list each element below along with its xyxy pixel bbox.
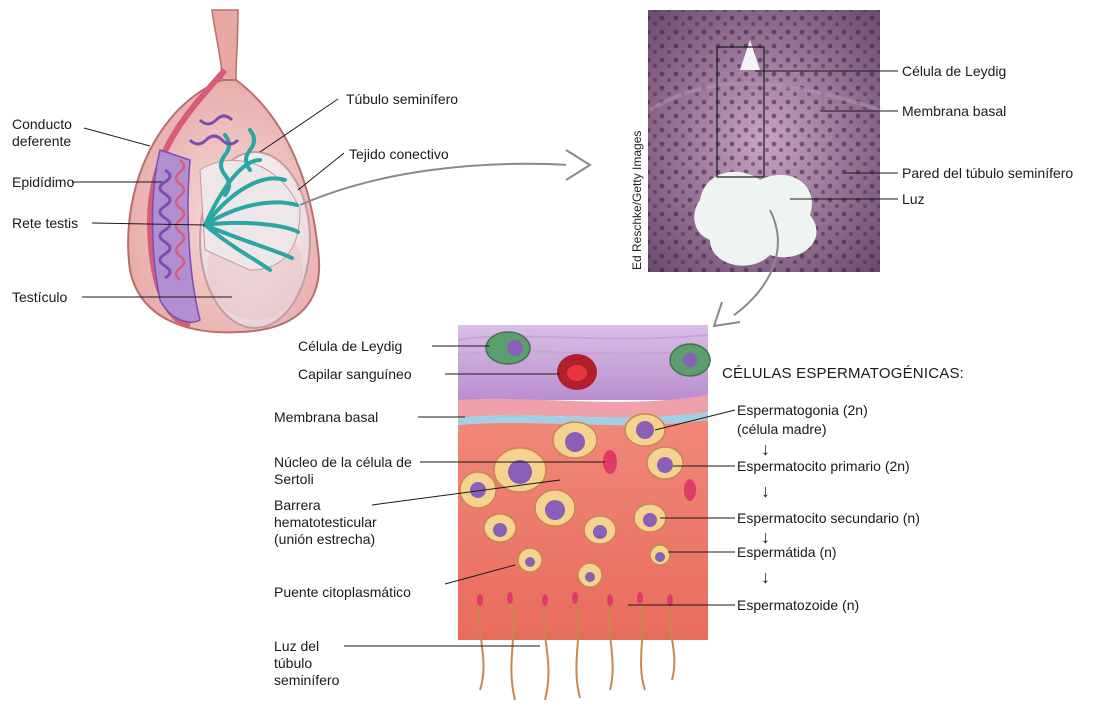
label-micro-membrana-basal: Membrana basal	[902, 103, 1006, 120]
testis-illustration	[128, 10, 319, 332]
spermatogenic-header: CÉLULAS ESPERMATOGÉNICAS:	[722, 365, 964, 382]
stage-celula-madre: (célula madre)	[737, 421, 826, 438]
label-micro-celula-leydig: Célula de Leydig	[902, 63, 1006, 80]
label-conducto-deferente: Conducto deferente	[12, 116, 102, 150]
label-detail-barrera: Barrera hematotesticular (unión estrecha…	[274, 497, 404, 548]
down-arrow-icon: ↓	[761, 482, 770, 500]
down-arrow-icon: ↓	[761, 568, 770, 586]
photo-credit: Ed Reschke/Getty Images	[630, 131, 644, 270]
label-micro-pared: Pared del túbulo seminífero	[902, 165, 1073, 182]
tubule-detail	[458, 325, 710, 700]
label-detail-puente: Puente citoplasmático	[274, 584, 411, 601]
label-testiculo: Testículo	[12, 289, 67, 306]
label-detail-nucleo-sertoli: Núcleo de la célula de Sertoli	[274, 454, 424, 488]
arrow-head	[566, 150, 590, 180]
label-detail-capilar: Capilar sanguíneo	[298, 366, 412, 383]
stage-espermatogonia: Espermatogonia (2n)	[737, 402, 868, 419]
arrow-to-micrograph	[300, 164, 570, 205]
label-detail-luz-tubulo: Luz del túbulo seminífero	[274, 638, 352, 689]
label-detail-celula-leydig: Célula de Leydig	[298, 338, 402, 355]
label-epididimo: Epidídimo	[12, 174, 74, 191]
micrograph	[648, 10, 880, 272]
label-tubulo-seminifero: Túbulo seminífero	[346, 91, 458, 108]
stage-espermatozoide: Espermatozoide (n)	[737, 597, 859, 614]
down-arrow-icon: ↓	[761, 440, 770, 458]
label-rete-testis: Rete testis	[12, 215, 78, 232]
label-tejido-conectivo: Tejido conectivo	[349, 146, 449, 163]
stage-espermatocito-primario: Espermatocito primario (2n)	[737, 458, 910, 475]
stage-espermatocito-secundario: Espermatocito secundario (n)	[737, 510, 920, 527]
label-micro-luz: Luz	[902, 191, 925, 208]
stage-espermatida: Espermátida (n)	[737, 544, 837, 561]
label-detail-membrana-basal: Membrana basal	[274, 409, 378, 426]
